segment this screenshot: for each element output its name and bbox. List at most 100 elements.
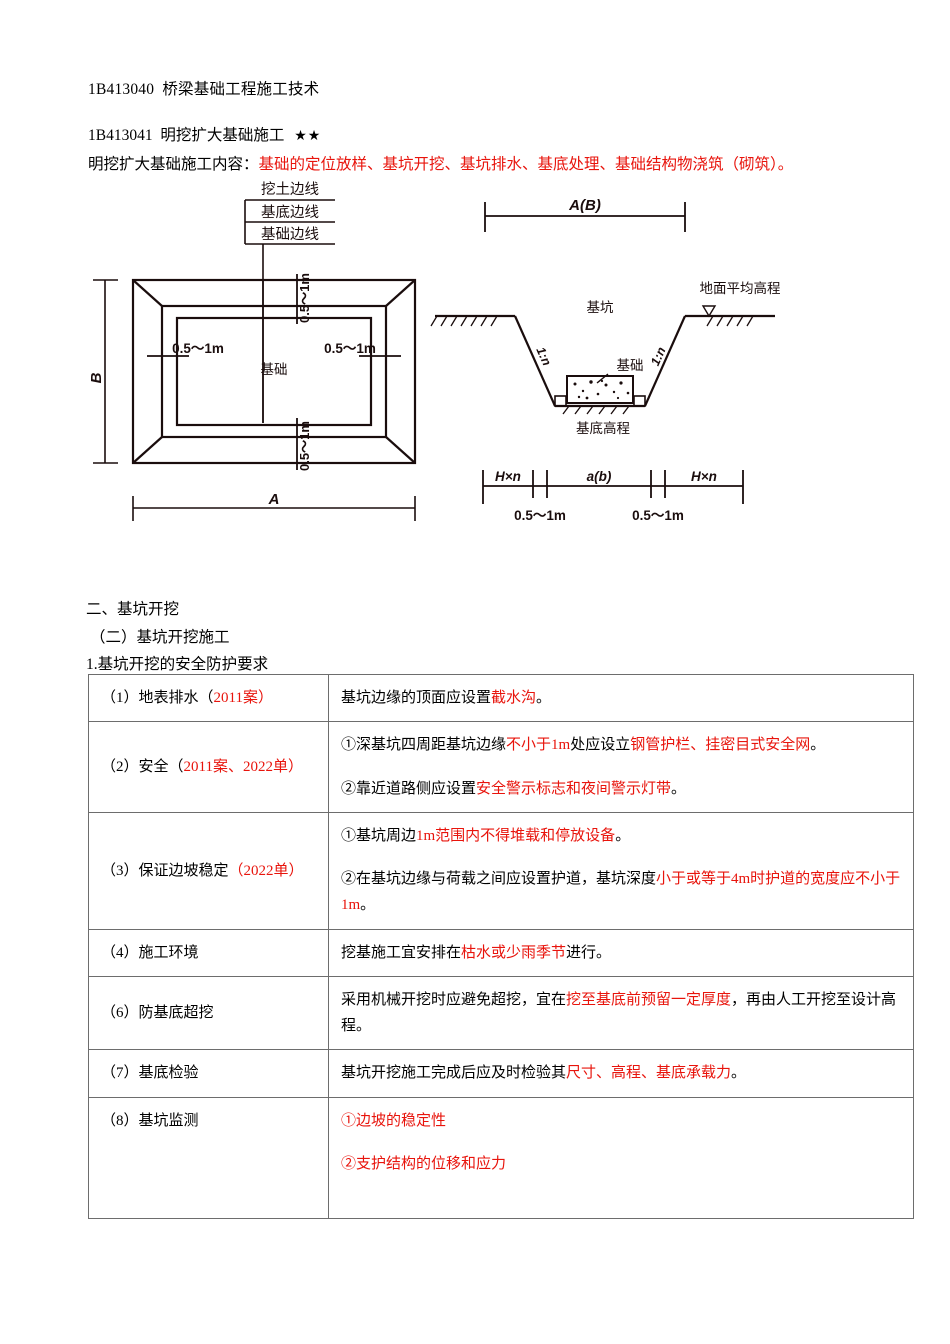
row-label-text: （7）基底检验 bbox=[101, 1065, 199, 1082]
row-label-text: （3）保证边坡稳定 bbox=[101, 862, 229, 879]
section-heading-1: 二、基坑开挖 bbox=[86, 601, 180, 618]
plan-center-label: 基础 bbox=[261, 361, 288, 377]
heading-title: 桥梁基础工程施工技术 bbox=[162, 81, 320, 98]
content-text: 基坑边缘的顶面应设置 bbox=[341, 690, 492, 706]
content-text: 。 bbox=[615, 827, 631, 844]
star-rating-icon: ★★ bbox=[294, 129, 322, 144]
subheading-code: 1B413041 bbox=[88, 127, 153, 144]
row-label-highlight: 2011案、2022单） bbox=[183, 758, 303, 775]
content-paragraph: ②支护结构的位移和应力 bbox=[341, 1151, 901, 1177]
subheading: 1B413041 明挖扩大基础施工 ★★ bbox=[88, 123, 321, 145]
row-content-cell: ①深基坑四周距基坑边缘不小于1m处应设立钢管护栏、挂密目式安全网。②靠近道路侧应… bbox=[328, 721, 914, 813]
plan-dim-inner-right: 0.5～1m bbox=[324, 341, 376, 356]
content-paragraph: 采用机械开挖时应避免超挖，宜在挖至基底前预留一定厚度，再由人工开挖至设计高程。 bbox=[341, 987, 901, 1040]
plan-dim-bottom-vertical: 0.5～1m bbox=[297, 421, 312, 471]
row-content-cell: 挖基施工宜安排在枯水或少雨季节进行。 bbox=[328, 928, 914, 977]
content-text: 。 bbox=[810, 737, 826, 754]
row-content-cell: ①边坡的稳定性 ②支护结构的位移和应力 bbox=[328, 1096, 914, 1219]
row-label-text: （4）施工环境 bbox=[101, 944, 199, 961]
row-label-cell: （2）安全（2011案、2022单） bbox=[88, 721, 329, 813]
row-label-text: （6）防基底超挖 bbox=[101, 1004, 214, 1021]
section-heading-3: 1.基坑开挖的安全防护要求 bbox=[86, 656, 269, 673]
section-dim-top: A(B) bbox=[568, 197, 601, 214]
section-base-elevation-label: 基底高程 bbox=[576, 420, 630, 436]
content-text: 处应设立 bbox=[570, 737, 631, 754]
section-dim-small-left: 0.5～1m bbox=[514, 508, 566, 523]
section-dim-hn-right: H×n bbox=[691, 469, 717, 484]
content-text: 采用机械开挖时应避免超挖，宜在 bbox=[341, 991, 567, 1008]
plan-dim-inner-left: 0.5～1m bbox=[172, 341, 224, 356]
content-highlight: 枯水或少雨季节 bbox=[461, 944, 567, 961]
table-row: （6）防基底超挖 采用机械开挖时应避免超挖，宜在挖至基底前预留一定厚度，再由人工开… bbox=[88, 975, 914, 1051]
heading-code: 1B413040 bbox=[88, 81, 155, 98]
section-ground-elevation-label: 地面平均高程 bbox=[700, 280, 781, 296]
section-dim-center: a(b) bbox=[587, 469, 612, 484]
row-label-cell: （8）基坑监测 bbox=[88, 1096, 329, 1219]
subheading-title: 明挖扩大基础施工 bbox=[160, 127, 285, 144]
content-highlight: ②支护结构的位移和应力 bbox=[341, 1155, 507, 1172]
lead-highlight: 基础的定位放样、基坑开挖、基坑排水、基底处理、基础结构物浇筑（砌筑）。 bbox=[258, 156, 794, 173]
row-label-cell: （1）地表排水（2011案） bbox=[88, 673, 329, 723]
lead-label: 明挖扩大基础施工内容： bbox=[88, 156, 259, 173]
content-paragraph: ①深基坑四周距基坑边缘不小于1m处应设立钢管护栏、挂密目式安全网。 bbox=[341, 732, 901, 758]
content-highlight: 钢管护栏、挂密目式安全网 bbox=[630, 737, 811, 754]
row-label-cell: （4）施工环境 bbox=[88, 928, 329, 977]
content-highlight: ①边坡的稳定性 bbox=[341, 1112, 447, 1129]
row-content-cell: ①基坑周边1m范围内不得堆载和停放设备。②在基坑边缘与荷载之间应设置护道，基坑深… bbox=[328, 811, 914, 930]
content-highlight: 尺寸、高程、基底承载力 bbox=[566, 1065, 732, 1082]
content-paragraph: 挖基施工宜安排在枯水或少雨季节进行。 bbox=[341, 940, 901, 966]
row-label-highlight: （2022单） bbox=[228, 862, 304, 879]
table-row: （2）安全（2011案、2022单）①深基坑四周距基坑边缘不小于1m处应设立钢管… bbox=[88, 721, 914, 813]
table-row: （3）保证边坡稳定（2022单）①基坑周边1m范围内不得堆载和停放设备。②在基坑… bbox=[88, 811, 914, 930]
row-content-cell: 基坑边缘的顶面应设置截水沟。 bbox=[328, 673, 914, 723]
section-dim-hn-left: H×n bbox=[495, 469, 521, 484]
content-text: ①基坑周边 bbox=[341, 827, 417, 844]
content-highlight: 小于或等于4m时护道的宽度应不小于1m bbox=[341, 871, 901, 914]
plan-dim-top-vertical: 0.5～1m bbox=[297, 273, 312, 323]
content-highlight: 1m范围内不得堆载和停放设备 bbox=[416, 827, 616, 844]
section-dim-small-right: 0.5～1m bbox=[632, 508, 684, 523]
row-content-cell: 基坑开挖施工完成后应及时检验其尺寸、高程、基底承载力。 bbox=[328, 1049, 914, 1098]
content-highlight: 不小于1m bbox=[506, 737, 571, 754]
plan-dim-b: B bbox=[88, 372, 105, 383]
content-text: 。 bbox=[360, 897, 376, 914]
lead-paragraph: 明挖扩大基础施工内容：基础的定位放样、基坑开挖、基坑排水、基底处理、基础结构物浇… bbox=[88, 152, 793, 174]
table-row: （7）基底检验 基坑开挖施工完成后应及时检验其尺寸、高程、基底承载力。 bbox=[88, 1049, 914, 1098]
content-highlight: 截水沟 bbox=[491, 690, 537, 706]
figure-svg: 挖土边线 基底边线 基础边线 基础 B A 0.5～1m 0.5～1m 0.5～… bbox=[88, 181, 781, 523]
content-highlight: 挖至基底前预留一定厚度 bbox=[566, 991, 732, 1008]
content-highlight: 安全警示标志和夜间警示灯带 bbox=[476, 780, 672, 797]
content-paragraph: ①基坑周边1m范围内不得堆载和停放设备。 bbox=[341, 823, 901, 849]
plan-callout-1: 挖土边线 bbox=[261, 181, 319, 198]
content-paragraph: ①边坡的稳定性 bbox=[341, 1108, 901, 1134]
table-row: （1）地表排水（2011案）基坑边缘的顶面应设置截水沟。 bbox=[88, 673, 914, 723]
content-text: 进行。 bbox=[566, 944, 612, 961]
row-label-cell: （3）保证边坡稳定（2022单） bbox=[88, 811, 329, 930]
row-label-text: （2）安全（ bbox=[101, 758, 184, 775]
page-title: 1B413040 桥梁基础工程施工技术 bbox=[88, 77, 319, 99]
content-text: ①深基坑四周距基坑边缘 bbox=[341, 737, 507, 754]
row-label-text: （1）地表排水（ bbox=[101, 690, 214, 706]
section-heading-2: （二）基坑开挖施工 bbox=[90, 629, 230, 646]
content-text: ，再由人工开挖至设计高程。 bbox=[341, 991, 897, 1034]
row-label-cell: （7）基底检验 bbox=[88, 1049, 329, 1098]
table-row: （4）施工环境 挖基施工宜安排在枯水或少雨季节进行。 bbox=[88, 928, 914, 977]
row-label-cell: （6）防基底超挖 bbox=[88, 975, 329, 1051]
table-body: （1）地表排水（2011案）基坑边缘的顶面应设置截水沟。（2）安全（2011案、… bbox=[88, 673, 914, 1219]
plan-dim-a: A bbox=[268, 491, 280, 508]
content-text: 基坑开挖施工完成后应及时检验其 bbox=[341, 1065, 567, 1082]
row-label-text: （8）基坑监测 bbox=[101, 1112, 199, 1129]
content-paragraph: 基坑开挖施工完成后应及时检验其尺寸、高程、基底承载力。 bbox=[341, 1060, 901, 1086]
section-slope-right: 1:n bbox=[648, 345, 669, 368]
content-text: ②在基坑边缘与荷载之间应设置护道，基坑深度 bbox=[341, 871, 657, 887]
section-pit-label: 基坑 bbox=[587, 299, 614, 315]
safety-requirements-table: （1）地表排水（2011案）基坑边缘的顶面应设置截水沟。（2）安全（2011案、… bbox=[88, 673, 914, 1219]
section-foundation-label: 基础 bbox=[617, 357, 644, 373]
row-label-highlight: 2011案） bbox=[213, 690, 273, 706]
content-text: 。 bbox=[731, 1065, 747, 1082]
table-row: （8）基坑监测 ①边坡的稳定性 ②支护结构的位移和应力 bbox=[88, 1096, 914, 1219]
content-paragraph: ②在基坑边缘与荷载之间应设置护道，基坑深度小于或等于4m时护道的宽度应不小于1m… bbox=[341, 866, 901, 919]
content-text: 。 bbox=[536, 690, 552, 706]
foundation-pit-figure: 挖土边线 基底边线 基础边线 基础 B A 0.5～1m 0.5～1m 0.5～… bbox=[85, 178, 875, 558]
